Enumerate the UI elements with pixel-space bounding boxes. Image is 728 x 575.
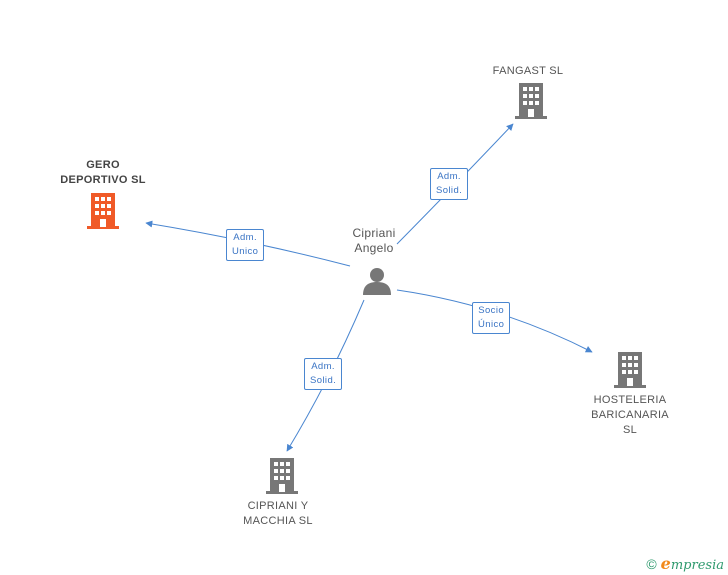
edge-label-fangast: Adm. Solid. <box>430 168 469 200</box>
building-icon-hosteleria[interactable] <box>613 352 647 388</box>
building-icon-gero[interactable] <box>86 193 120 229</box>
brand-logo: empresia <box>660 554 724 573</box>
company-label-hosteleria[interactable]: HOSTELERIA BARICANARIA SL <box>591 394 669 436</box>
edge-label-gero: Adm. Unico <box>226 229 265 261</box>
edge-label-cipriani: Adm. Solid. <box>304 358 343 390</box>
company-label-fangast[interactable]: FANGAST SL <box>492 65 564 77</box>
copyright-icon: © <box>646 555 657 572</box>
person-icon[interactable] <box>361 265 393 297</box>
building-icon-cipriani[interactable] <box>265 458 299 494</box>
empresia-watermark: © empresia <box>646 554 724 573</box>
person-name-label[interactable]: Cipriani Angelo <box>352 226 396 255</box>
edge-label-hosteleria: Socio Único <box>472 302 511 334</box>
company-label-cipriani[interactable]: CIPRIANI Y MACCHIA SL <box>243 500 313 527</box>
building-icon-fangast[interactable] <box>514 83 548 119</box>
company-label-gero[interactable]: GERO DEPORTIVO SL <box>60 159 146 186</box>
